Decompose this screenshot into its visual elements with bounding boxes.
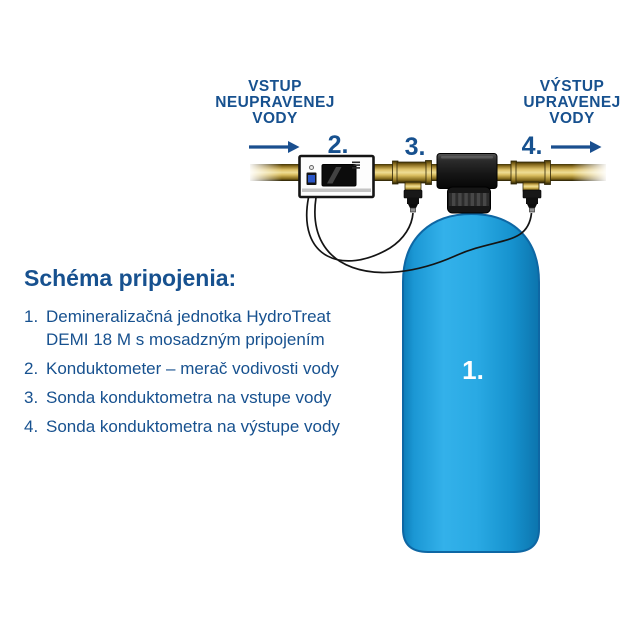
legend-item-4-number: 4. bbox=[24, 417, 39, 436]
callout-inlet-probe: 3. bbox=[404, 133, 426, 161]
inlet-flow-arrow bbox=[249, 141, 300, 153]
legend-item-2: 2. Konduktometer – merač vodivosti vody bbox=[24, 357, 424, 380]
pipe-meter-to-inlet-tee bbox=[370, 164, 397, 181]
outlet-pipe-fade bbox=[572, 162, 608, 183]
pipe-head-to-tee-right bbox=[494, 164, 514, 181]
callout-tank: 1. bbox=[462, 355, 484, 385]
inlet-label-line1: VSTUP bbox=[248, 78, 302, 95]
legend-heading: Schéma pripojenia: bbox=[24, 265, 237, 291]
outlet-probe bbox=[522, 189, 542, 213]
legend: Schéma pripojenia: 1. Demineralizačná je… bbox=[24, 265, 424, 444]
legend-item-4: 4. Sonda konduktometra na výstupe vody bbox=[24, 415, 424, 438]
callout-conductometer: 2. bbox=[327, 131, 349, 159]
device-logo bbox=[352, 161, 360, 169]
inlet-tee-fitting bbox=[392, 160, 432, 192]
inlet-label-line3: VODY bbox=[252, 110, 298, 127]
legend-item-2-number: 2. bbox=[24, 359, 39, 378]
inlet-pipe-fade bbox=[248, 162, 282, 183]
legend-item-2-text: Konduktometer – merač vodivosti vody bbox=[46, 359, 339, 378]
legend-item-1-text: Demineralizačná jednotka HydroTreat DEMI… bbox=[46, 307, 331, 349]
tank-neck-collar bbox=[447, 186, 491, 214]
inlet-label-line2: NEUPRAVENEJ bbox=[215, 94, 335, 111]
display-glare bbox=[327, 167, 342, 184]
inlet-probe-cable bbox=[305, 197, 414, 262]
legend-item-1: 1. Demineralizačná jednotka HydroTreat D… bbox=[24, 305, 424, 351]
outlet-water-label: VÝSTUP UPRAVENEJ VODY bbox=[492, 79, 639, 127]
legend-item-3-text: Sonda konduktometra na vstupe vody bbox=[46, 388, 332, 407]
conductometer-device bbox=[298, 154, 375, 199]
outlet-tee-fitting bbox=[510, 160, 551, 192]
tank-control-head bbox=[436, 153, 498, 189]
outlet-probe-cable bbox=[314, 197, 533, 274]
outlet-flow-arrow bbox=[551, 141, 602, 153]
legend-item-1-number: 1. bbox=[24, 307, 39, 326]
demineralization-tank bbox=[402, 212, 540, 553]
outlet-label-line1: VÝSTUP bbox=[539, 78, 605, 95]
legend-item-3: 3. Sonda konduktometra na vstupe vody bbox=[24, 386, 424, 409]
inlet-probe bbox=[403, 189, 423, 213]
legend-item-3-number: 3. bbox=[24, 388, 39, 407]
indicator-led bbox=[309, 165, 314, 170]
outlet-label-line2: UPRAVENEJ bbox=[523, 94, 621, 111]
legend-item-4-text: Sonda konduktometra na výstupe vody bbox=[46, 417, 340, 436]
outlet-label-line3: VODY bbox=[549, 110, 595, 127]
inlet-water-label: VSTUP NEUPRAVENEJ VODY bbox=[195, 79, 355, 127]
callout-outlet-probe: 4. bbox=[521, 132, 543, 160]
